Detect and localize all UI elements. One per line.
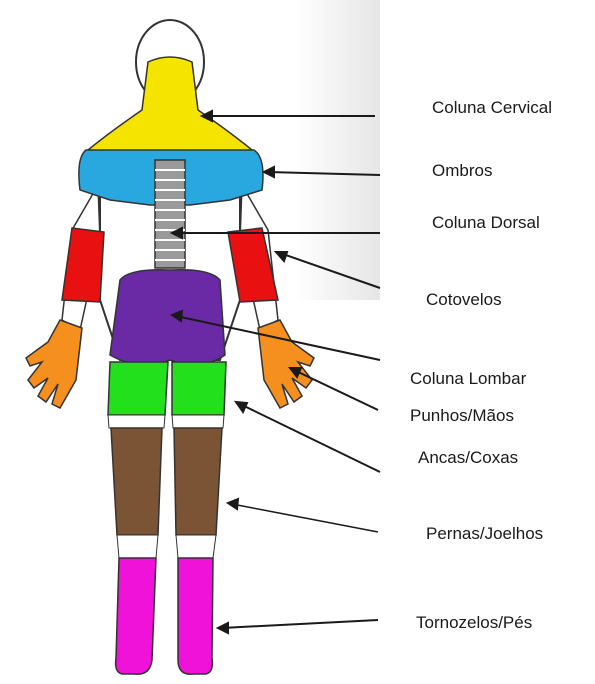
label-ancas: Ancas/Coxas [418,448,518,468]
arrow-punhos [290,368,378,410]
region-punhos-left [26,320,82,408]
region-cotovelos-left [62,228,104,302]
arrow-ancas [236,402,380,472]
region-ancas-left [108,362,168,415]
label-tornozelos: Tornozelos/Pés [416,613,532,633]
label-pernas: Pernas/Joelhos [426,524,543,544]
region-cervical [88,57,252,160]
arrow-tornozelos [218,620,378,633]
region-pernas-left [111,428,162,535]
shin-gap-left [117,535,158,558]
label-cervical: Coluna Cervical [432,98,552,118]
label-ombros: Ombros [432,161,492,181]
label-lombar: Coluna Lombar [410,369,526,389]
region-tornozelos-left [116,558,156,674]
region-pernas-right [174,428,222,535]
region-lombar [110,270,225,365]
shin-gap-right [176,535,216,558]
region-ancas-right [172,362,226,415]
label-dorsal: Coluna Dorsal [432,213,540,233]
region-tornozelos-right [178,558,213,674]
background-shade [295,0,380,300]
label-cotovelos: Cotovelos [426,290,502,310]
arrow-pernas [228,499,378,532]
knee-gap-right [172,415,224,428]
knee-gap-left [108,415,165,428]
label-punhos: Punhos/Mãos [410,406,514,426]
region-punhos-right [258,320,314,408]
region-dorsal [155,160,185,268]
